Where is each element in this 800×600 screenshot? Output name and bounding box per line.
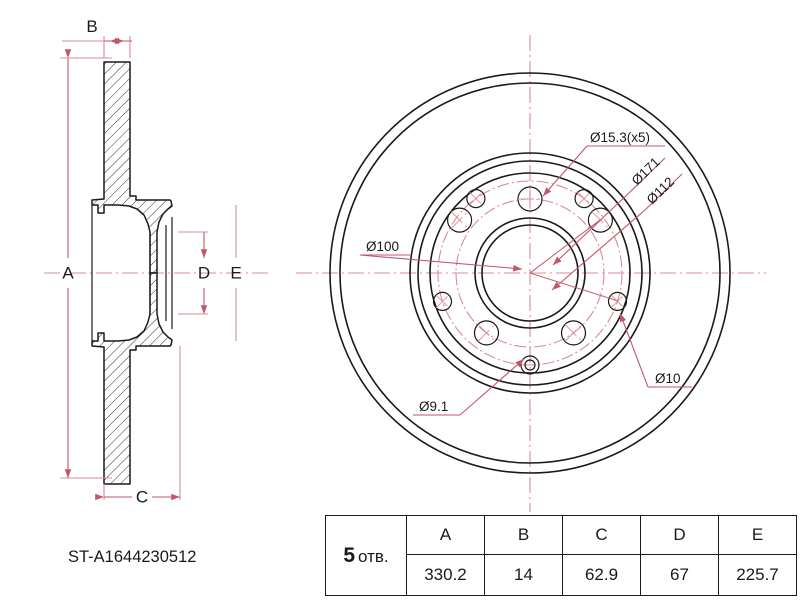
small-hole-group bbox=[432, 189, 628, 375]
friction-band-outer-circle bbox=[339, 82, 721, 464]
table-row-values: 330.2 14 62.9 67 225.7 bbox=[326, 554, 797, 596]
hat-transition-circle bbox=[417, 160, 643, 386]
small-hole bbox=[432, 291, 453, 311]
callout-bolt-holes: Ø15.3(x5) bbox=[542, 130, 665, 197]
part-number-label: ST-A1644230512 bbox=[68, 548, 197, 566]
table-value-D: 67 bbox=[640, 554, 719, 596]
table-header-C: C bbox=[562, 515, 641, 555]
small-hole bbox=[466, 189, 486, 209]
table-value-B: 14 bbox=[484, 554, 563, 596]
disc-profile-upper bbox=[91, 61, 173, 274]
callout-pcd-bolt-leader bbox=[551, 209, 646, 291]
callout-pilot-hole: Ø9.1 bbox=[413, 358, 525, 416]
center-bore-inner-circle bbox=[481, 224, 579, 322]
small-hole bbox=[574, 189, 594, 209]
holes-count-unit: отв. bbox=[358, 546, 389, 566]
dimension-E: E bbox=[230, 205, 242, 341]
bolt-hole bbox=[473, 320, 500, 346]
callout-small-hole-text: Ø10 bbox=[655, 371, 681, 386]
bolt-hole bbox=[560, 320, 587, 346]
table-value-E: 225.7 bbox=[718, 554, 797, 596]
callout-pcd-bolt-underline bbox=[644, 173, 683, 211]
small-hole-pilot-inner bbox=[524, 359, 536, 371]
callout-pilot-hole-text: Ø9.1 bbox=[419, 399, 448, 414]
table-header-A: A bbox=[406, 515, 485, 555]
small-hole bbox=[607, 291, 628, 311]
dimension-C: C bbox=[95, 346, 181, 507]
callout-small-hole: Ø10 bbox=[619, 312, 692, 388]
table-value-C: 62.9 bbox=[562, 554, 641, 596]
dimension-A: A bbox=[60, 49, 112, 479]
callout-bolt-holes-leader bbox=[542, 145, 588, 197]
dimension-B: B bbox=[62, 17, 132, 58]
center-bore-outer-circle bbox=[474, 217, 586, 329]
callout-center-bore: Ø100 bbox=[359, 239, 523, 272]
dimension-D: D bbox=[178, 231, 210, 315]
callout-pcd-outer-leader bbox=[552, 191, 631, 266]
disc-outer-edge-circle bbox=[329, 72, 731, 474]
small-hole-pitch-circle bbox=[437, 180, 623, 366]
hat-outer-circle bbox=[429, 172, 631, 374]
callout-center-bore-text: Ø100 bbox=[366, 239, 399, 254]
bolt-hole bbox=[587, 207, 614, 233]
face-view: Ø15.3(x5) Ø171 Ø112 Ø100 bbox=[296, 35, 766, 512]
dimension-B-label: B bbox=[86, 17, 97, 36]
callout-pcd-bolt-text: Ø112 bbox=[644, 174, 677, 207]
table-header-E: E bbox=[718, 515, 797, 555]
bolt-hole bbox=[447, 207, 473, 233]
callout-center-bore-leader bbox=[359, 254, 523, 272]
callout-pcd-outer-underline bbox=[629, 157, 666, 193]
friction-band-inner-circle bbox=[409, 152, 651, 394]
face-construction-rays bbox=[529, 219, 619, 302]
table-header-D: D bbox=[640, 515, 719, 555]
dimension-A-label: A bbox=[62, 264, 74, 283]
cross-section-view: A B C bbox=[44, 17, 268, 507]
dimension-E-label: E bbox=[230, 264, 241, 283]
table-header-B: B bbox=[484, 515, 563, 555]
disc-profile-lower bbox=[91, 272, 173, 485]
callout-bolt-holes-text: Ø15.3(x5) bbox=[590, 130, 650, 145]
dimension-C-label: C bbox=[136, 488, 148, 507]
callout-small-hole-leader bbox=[619, 312, 649, 388]
holes-count-number: 5 bbox=[343, 543, 356, 567]
callout-pilot-hole-leader bbox=[459, 358, 525, 416]
dimension-D-label: D bbox=[198, 264, 210, 283]
table-value-A: 330.2 bbox=[406, 554, 485, 596]
